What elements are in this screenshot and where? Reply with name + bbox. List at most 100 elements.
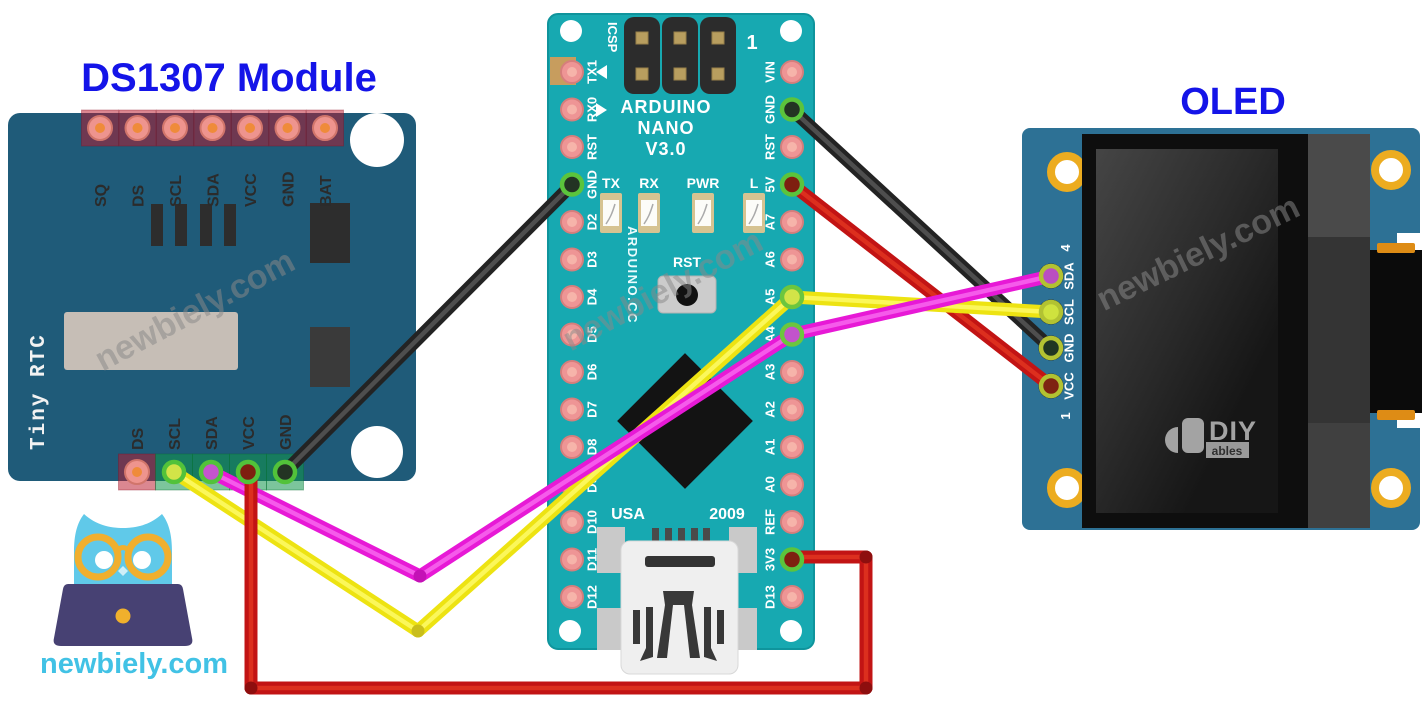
icsp-header: ICSP 1	[605, 17, 758, 94]
wire-connection-ring	[779, 97, 805, 122]
site-url: newbiely.com	[40, 648, 228, 680]
ds1307-mount-hole-bottom	[351, 426, 403, 478]
ds1307-bottom-pin-label-VCC: VCC	[241, 416, 258, 450]
wire-connection-ring	[1038, 299, 1064, 325]
ds1307-bottom-pin-label-SDA: SDA	[204, 416, 221, 450]
nano-pin-label-right-D13: D13	[762, 585, 777, 609]
nano-pin-label-left-D5: D5	[584, 326, 599, 343]
wire-connection-ring	[1038, 373, 1064, 399]
nano-mount-hole	[780, 20, 802, 42]
icsp-block	[624, 17, 660, 94]
tx-arrow-icon	[596, 65, 607, 79]
ds1307-bottom-pin-label-DS: DS	[130, 427, 147, 450]
year-label: 2009	[709, 506, 745, 523]
ds1307-bottom-pin-label-SCL: SCL	[167, 418, 184, 450]
oled-pin-label-GND: GND	[1061, 334, 1076, 363]
wire-connection-ring	[235, 459, 261, 485]
nano-pin-label-left-RST: RST	[584, 134, 599, 160]
oled-pin4-marker: 4	[1058, 244, 1073, 252]
nano-pin-center-left-D2	[567, 217, 577, 227]
usb-tab	[597, 608, 625, 650]
usb-pin	[678, 528, 685, 543]
nano-pin-label-right-RST: RST	[762, 134, 777, 160]
logo-sub-box	[1206, 442, 1249, 458]
nano-pin-label-left-D10: D10	[584, 510, 599, 534]
oled-ribbon-contact	[1377, 410, 1415, 420]
led-label-PWR: PWR	[687, 175, 720, 191]
ds1307-top-pin-label-DS: DS	[131, 184, 148, 207]
led-mark-PWR	[697, 203, 708, 225]
icsp-pin	[635, 67, 649, 81]
reset-label: RST	[673, 254, 701, 270]
ds1307-top-pin-label-BAT: BAT	[318, 175, 335, 207]
wire-5v-to-oled-vcc	[785, 178, 1058, 393]
nano-pin-center-left-D12	[567, 592, 577, 602]
wire-joint	[859, 550, 873, 564]
nano-pin-center-left-D3	[567, 254, 577, 265]
ds1307-top-pin-center-SCL	[170, 123, 180, 133]
icsp-pin	[635, 31, 649, 45]
wire-connection-ring	[559, 172, 585, 197]
arduino-cc-label: ARDUINO.CC	[625, 226, 640, 324]
wires	[161, 97, 1064, 695]
icsp-pin	[711, 67, 725, 81]
ds1307-top-pin-center-VCC	[245, 123, 255, 133]
oled-pin-label-SDA: SDA	[1061, 262, 1076, 290]
nano-pin-label-right-A7: A7	[762, 214, 777, 231]
wire-joint	[244, 681, 258, 695]
nano-pin-label-left-RX0: RX0	[584, 97, 599, 122]
nano-pin-center-right-A3	[787, 367, 797, 377]
usb-pin	[652, 528, 659, 543]
nano-pin-label-right-3V3: 3V3	[762, 548, 777, 571]
ds1307-mount-hole-top	[350, 113, 404, 167]
wire-connection-ring	[198, 459, 224, 485]
nano-pin-center-right-RST	[787, 142, 797, 152]
oled-ribbon-contact	[1377, 243, 1415, 253]
icsp-block	[700, 17, 736, 94]
icsp-pin	[673, 31, 687, 45]
nano-pin-center-right-D13	[787, 592, 797, 602]
nano-pin-center-right-VIN	[787, 67, 797, 77]
icsp-pin1-marker: 1	[746, 32, 757, 54]
nano-pin-label-right-A3: A3	[762, 364, 777, 381]
nano-pin-center-right-A1	[787, 442, 797, 452]
nano-pin-center-left-D11	[567, 554, 577, 565]
nano-pin-label-left-D6: D6	[584, 364, 599, 381]
ds1307-bottom-pin-label-GND: GND	[278, 414, 295, 450]
wire-connection-ring	[779, 322, 805, 347]
owl-head	[74, 514, 172, 590]
oled-screen	[1096, 149, 1278, 513]
nano-pin-label-left-D11: D11	[584, 548, 599, 571]
oled-mount-hole	[1047, 468, 1087, 508]
nano-pin-label-right-A6: A6	[762, 251, 777, 268]
led-mark-RX	[643, 203, 654, 225]
owl-eye	[95, 551, 113, 569]
icsp-pin	[673, 67, 687, 81]
nano-pin-center-left-D4	[567, 292, 577, 302]
nano-pin-label-right-A0: A0	[762, 476, 777, 493]
nano-pin-label-right-A1: A1	[762, 439, 777, 456]
wire-connection-ring	[161, 459, 187, 485]
wire-connection-ring	[272, 459, 298, 485]
nano-mount-hole	[780, 620, 802, 642]
wire-sda-core	[208, 273, 1054, 579]
usb-slot	[645, 556, 715, 567]
owl-glasses-icon	[74, 533, 122, 581]
ds1307-ic-pad	[224, 204, 236, 246]
wire-gnd-to-ds1307	[278, 178, 579, 479]
nano-pin-label-left-D4: D4	[584, 288, 599, 305]
icsp-label: ICSP	[605, 22, 620, 53]
nano-pin-label-left-D2: D2	[584, 214, 599, 231]
oled-pin1-marker: 1	[1058, 412, 1073, 419]
usb-pin	[703, 528, 710, 543]
nano-pin-label-left-TX1: TX1	[584, 60, 599, 84]
logo-icon	[1165, 427, 1178, 453]
ds1307-top-pin-center-BAT	[320, 123, 330, 133]
nano-pin-center-left-RX0	[567, 104, 577, 115]
nano-pin-center-right-A7	[787, 217, 797, 227]
owl-eye	[133, 551, 151, 569]
nano-mount-hole	[559, 620, 581, 642]
logo-text-sub: ables	[1212, 444, 1243, 458]
nano-pin-label-right-5V: 5V	[762, 176, 777, 192]
